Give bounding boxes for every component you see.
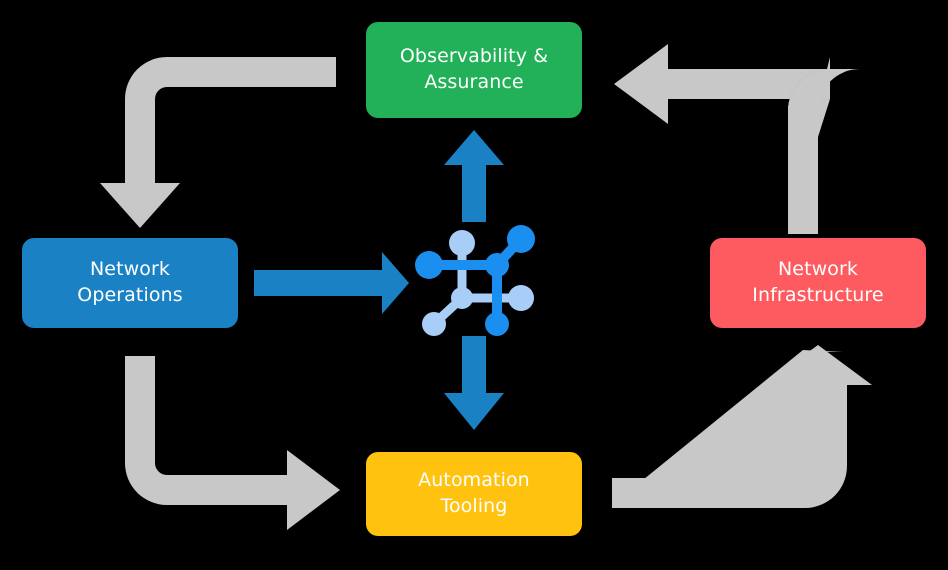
arrow-hub-to-automation [444,336,504,430]
mesh-node-right [508,285,534,311]
arrow-hub-to-observability [444,130,504,222]
arrow-operations-to-automation [125,356,340,530]
mesh-node-bottom-left [422,312,446,336]
node-automation-tooling[interactable]: Automation Tooling [366,452,582,536]
arrow-infrastructure-to-observability-clean [614,44,830,234]
arrow-automation-to-infrastructure [612,350,843,505]
mesh-node-center [485,253,509,277]
arrow-operations-to-hub [254,252,409,314]
node-observability-label: Observability & Assurance [399,45,549,93]
mesh-node-left [415,251,443,279]
mesh-node-mid [451,287,473,309]
node-network-operations[interactable]: Network Operations [22,238,238,328]
mesh-nodes [415,225,535,336]
mesh-node-bottom [485,312,509,336]
node-operations-label: Network Operations [77,258,183,306]
mesh-node-top [449,230,475,256]
arrow-observability-to-operations [100,57,336,228]
node-observability-assurance[interactable]: Observability & Assurance [366,22,582,118]
mesh-node-top-right [507,225,535,253]
node-automation-label: Automation Tooling [418,469,530,517]
arrow-automation-to-infrastructure-clean [612,345,872,508]
mesh-edges [424,235,525,329]
node-infrastructure-label: Network Infrastructure [752,258,884,306]
node-network-infrastructure[interactable]: Network Infrastructure [710,238,926,328]
